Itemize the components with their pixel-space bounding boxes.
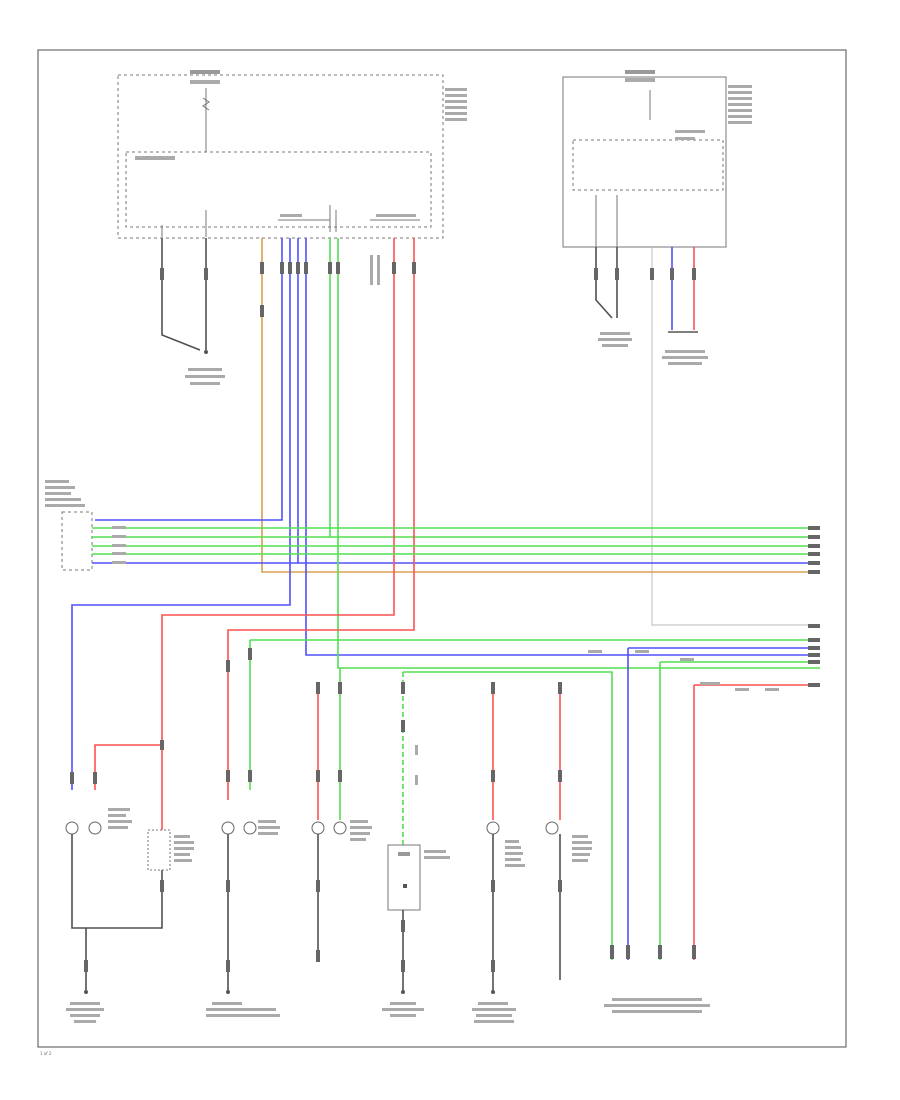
diagram-frame (37, 49, 847, 1048)
top-right-wires (594, 247, 820, 626)
left-front-turn-lamp (65, 740, 194, 1023)
left-connector-block (45, 480, 820, 574)
right-passenger-module (562, 70, 752, 248)
left-rear-lamp (472, 682, 525, 1023)
license-plate-lamp (382, 672, 450, 1017)
top-left-ground-wires (160, 238, 225, 385)
right-rear-lamp (545, 682, 592, 980)
optional-connector (604, 945, 710, 1013)
left-fuse-module (117, 70, 467, 239)
main-harness (71, 238, 820, 830)
right-side-marker-lamp (311, 668, 372, 962)
right-lower-bus (249, 624, 820, 960)
page-number: 1 of 2 (40, 1051, 52, 1056)
left-side-marker-lamp (206, 648, 280, 1017)
